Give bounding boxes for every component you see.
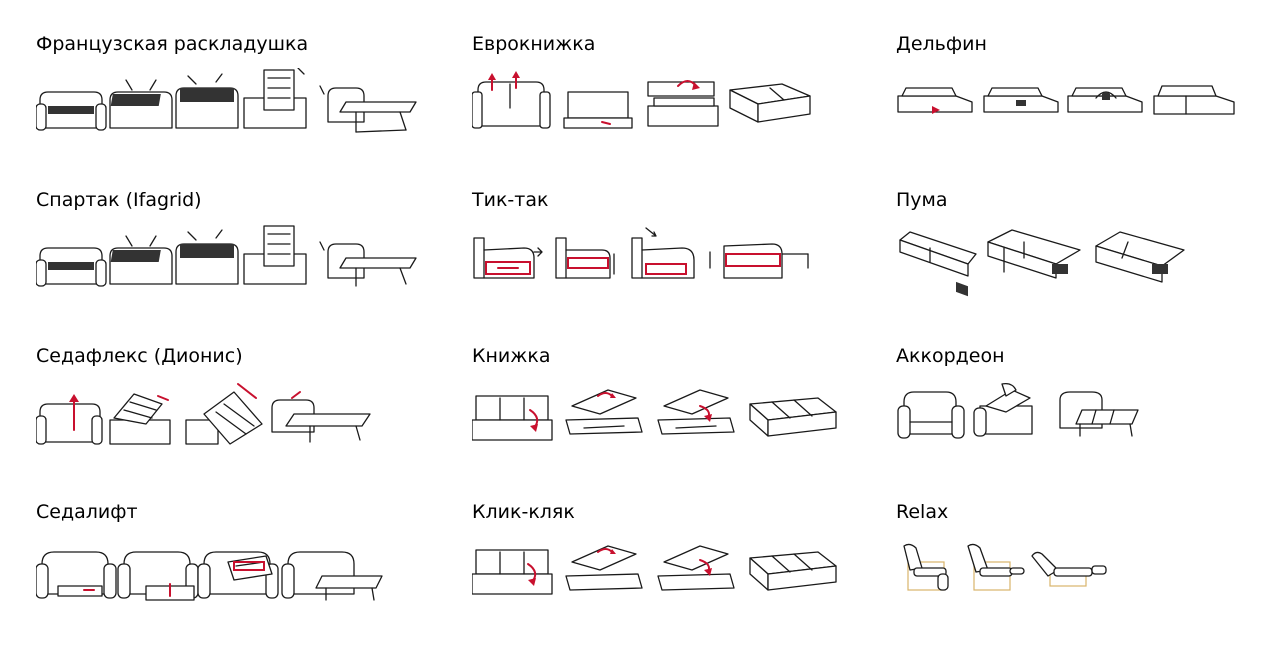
french-steps-illustration [36, 68, 417, 133]
sedalift-steps-illustration [36, 551, 383, 601]
puma-steps-illustration [899, 229, 1185, 297]
mechanism-title: Дельфин [896, 33, 987, 55]
mechanism-title: Пума [896, 189, 948, 211]
sedaflex-steps-illustration [36, 383, 371, 445]
eurobook-steps-illustration [472, 71, 811, 129]
mechanism-relax: Relax [896, 500, 1280, 650]
mechanism-puma: Пума [896, 188, 1280, 338]
mechanism-dolphin: Дельфин [896, 32, 1280, 182]
mechanism-title: Тик-так [472, 189, 549, 211]
mechanism-french: Французская раскладушка [36, 32, 436, 182]
ticktack-steps-illustration [473, 227, 809, 279]
book-steps-illustration [472, 389, 837, 441]
mechanism-title: Седафлекс (Дионис) [36, 345, 243, 367]
relax-steps-illustration [903, 543, 1107, 591]
mechanism-spartak: Спартак (Ifagrid) [36, 188, 436, 338]
mechanism-title: Французская раскладушка [36, 33, 309, 55]
mechanism-title: Relax [896, 501, 949, 523]
mechanism-title: Спартак (Ifagrid) [36, 189, 202, 211]
accordion-steps-illustration [897, 382, 1139, 439]
mechanism-sedaflex: Седафлекс (Дионис) [36, 344, 436, 494]
spartak-steps-illustration [36, 225, 417, 287]
mechanism-title: Аккордеон [896, 345, 1005, 367]
mechanism-title: Клик-кляк [472, 501, 575, 523]
mechanism-book: Книжка [472, 344, 872, 494]
clickclack-steps-illustration [472, 545, 837, 595]
mechanism-title: Книжка [472, 345, 551, 367]
mechanism-title: Седалифт [36, 501, 138, 523]
mechanism-clickclack: Клик-кляк [472, 500, 872, 650]
mechanism-sedalift: Седалифт [36, 500, 436, 650]
mechanism-eurobook: Еврокнижка [472, 32, 872, 182]
dolphin-steps-illustration [897, 85, 1235, 115]
mechanism-accordion: Аккордеон [896, 344, 1280, 494]
mechanism-title: Еврокнижка [472, 33, 596, 55]
mechanism-ticktack: Тик-так [472, 188, 872, 338]
